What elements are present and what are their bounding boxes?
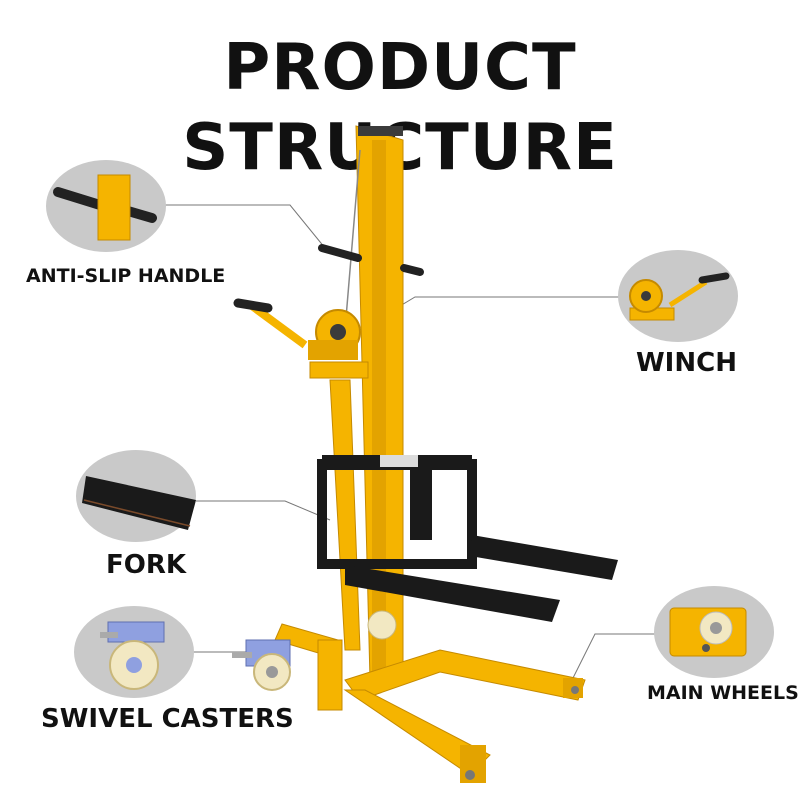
winch-detail-bubble [618,250,738,342]
handle-detail-bubble [46,160,166,252]
fork-leader-line [196,500,331,521]
casters-detail-bubble [74,606,194,698]
winch-label: WINCH [636,348,737,378]
fork-label: FORK [106,550,187,580]
main-wheel-leader-line [571,633,655,681]
handle-bars [318,244,424,276]
swivel-casters-label: SWIVEL CASTERS [41,704,294,734]
handle-leader-line [165,204,326,249]
frame-caster [232,610,397,691]
base-frame [274,623,586,783]
leader-lines [165,204,655,681]
anti-slip-handle-label: ANTI-SLIP HANDLE [26,265,226,287]
mast [329,125,404,681]
winch-assembly [233,298,369,379]
fork-detail-bubble [76,450,196,542]
main-wheels-label: MAIN WHEELS [647,682,799,704]
fork-carriage [317,455,618,622]
main-wheels-detail-bubble [654,586,774,678]
